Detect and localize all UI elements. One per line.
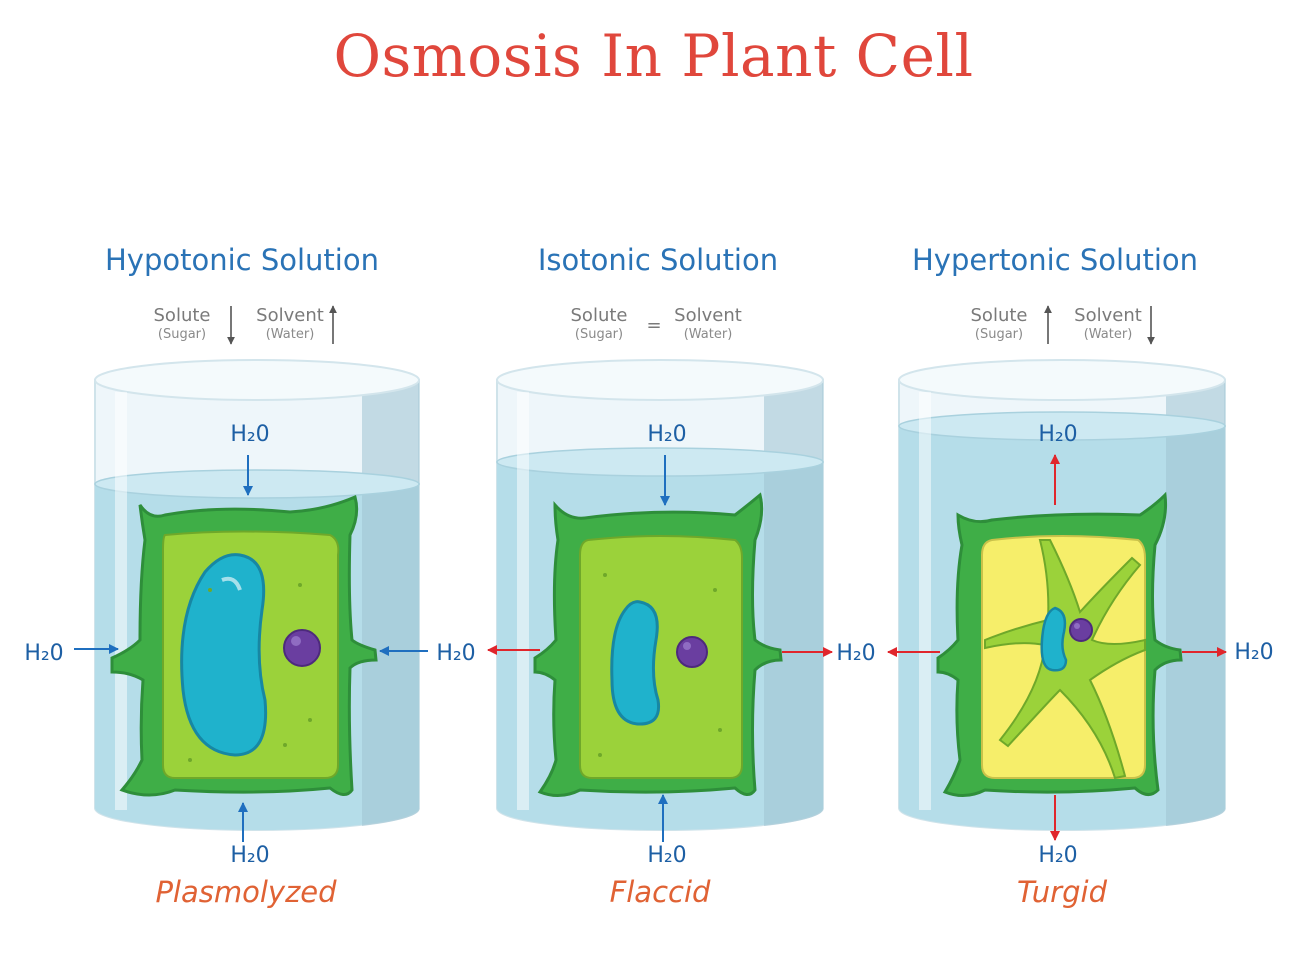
beaker-rim (94, 359, 420, 401)
h2o-label-bottom: H₂0 (647, 843, 686, 868)
panel-heading: Isotonic Solution (538, 243, 778, 277)
state-label: Turgid (1017, 875, 1108, 909)
h2o-label-top: H₂0 (230, 422, 269, 447)
state-label: Flaccid (610, 875, 711, 909)
solvent-label: Solvent (256, 305, 324, 326)
equals-symbol: = (646, 315, 661, 336)
nucleus (676, 636, 708, 668)
solute-sub-label: (Sugar) (575, 327, 623, 342)
nucleus (283, 629, 321, 667)
solute-label: Solute (154, 305, 211, 326)
panel-hypotonic: Hypotonic Solution Solute (Sugar) Solven… (24, 243, 475, 909)
h2o-label-bottom: H₂0 (1038, 843, 1077, 868)
h2o-label-left: H₂0 (24, 641, 63, 666)
solvent-label: Solvent (674, 305, 742, 326)
diagram-title: Osmosis In Plant Cell (333, 22, 974, 90)
beaker-rim (898, 359, 1226, 401)
solute-sub-label: (Sugar) (975, 327, 1023, 342)
panel-heading: Hypertonic Solution (912, 243, 1198, 277)
cytoplasm (579, 535, 743, 779)
solvent-sub-label: (Water) (266, 327, 315, 342)
solvent-label: Solvent (1074, 305, 1142, 326)
solute-label: Solute (571, 305, 628, 326)
solute-label: Solute (971, 305, 1028, 326)
nucleus (1069, 618, 1093, 642)
state-label: Plasmolyzed (155, 875, 337, 909)
h2o-label-bottom: H₂0 (230, 843, 269, 868)
h2o-label-top: H₂0 (1038, 422, 1077, 447)
plant-cell-turgid (936, 491, 1183, 797)
panel-hypertonic: Hypertonic Solution Solute (Sugar) Solve… (887, 243, 1274, 909)
beaker-rim (496, 359, 824, 401)
h2o-label-right: H₂0 (436, 641, 475, 666)
h2o-label-top: H₂0 (647, 422, 686, 447)
plant-cell-flaccid (533, 492, 783, 797)
vacuole (610, 600, 661, 726)
panel-heading: Hypotonic Solution (105, 243, 379, 277)
h2o-label-right: H₂0 (1234, 640, 1273, 665)
solute-sub-label: (Sugar) (158, 327, 206, 342)
panel-isotonic: Isotonic Solution Solute (Sugar) = Solve… (487, 243, 876, 909)
solvent-sub-label: (Water) (1084, 327, 1133, 342)
plant-cell-plasmolyzed (110, 494, 378, 797)
h2o-label-right: H₂0 (836, 641, 875, 666)
solvent-sub-label: (Water) (684, 327, 733, 342)
vacuole (180, 553, 268, 757)
vacuole (1040, 606, 1068, 672)
